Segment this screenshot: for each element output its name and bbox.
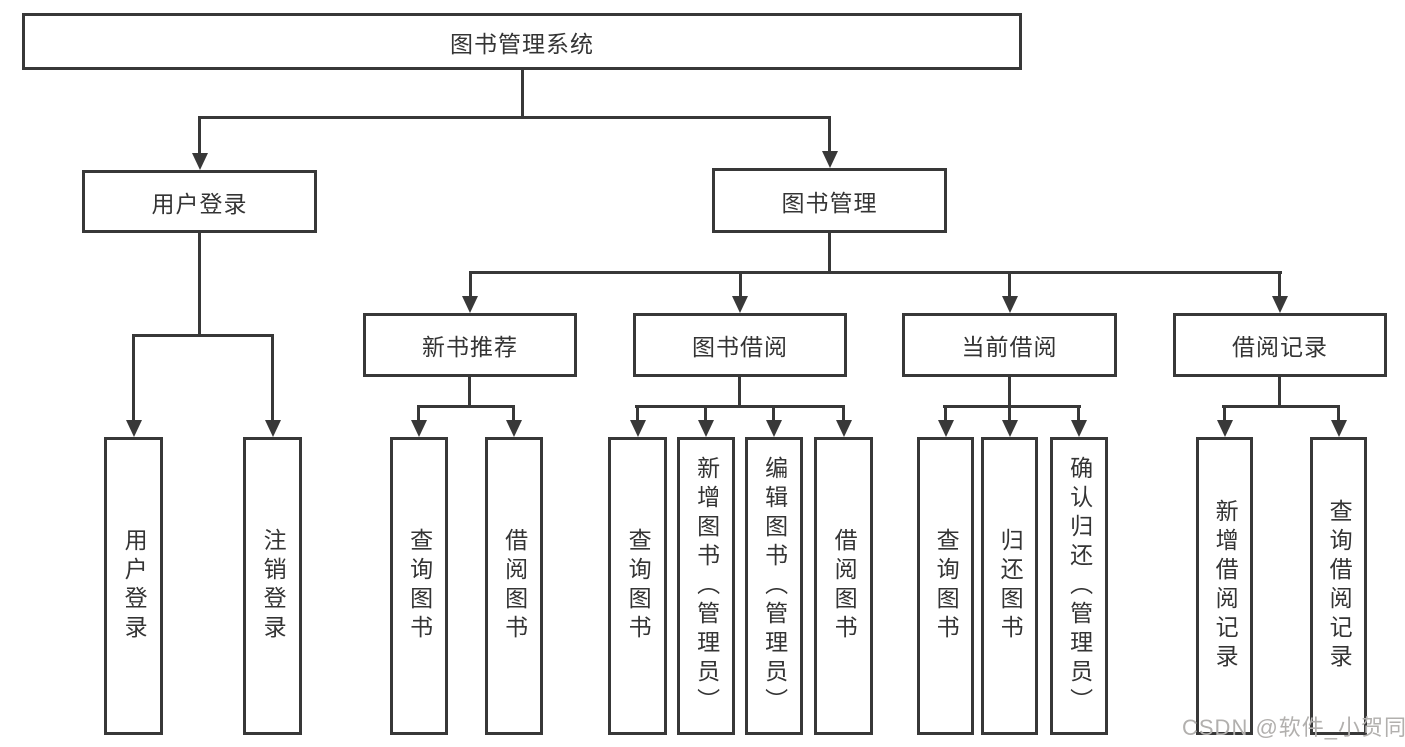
- arrow-down-icon: [698, 420, 714, 437]
- leaf-borrow-book: 借阅图书: [814, 437, 873, 735]
- connector-line-vertical: [521, 70, 524, 118]
- node-label: 图书管理系统: [450, 30, 594, 57]
- connector-line-vertical: [1008, 377, 1011, 408]
- watermark: CSDN @软件_小贺同学: [1182, 715, 1405, 740]
- arrow-down-icon: [264, 420, 281, 437]
- connector-line-vertical: [271, 334, 274, 421]
- connector-line-vertical: [512, 405, 515, 421]
- node-label: 查询借阅记录: [1326, 499, 1353, 673]
- arrow-down-icon: [1001, 296, 1018, 313]
- leaf-query-book-borrow: 查询图书: [608, 437, 667, 735]
- leaf-add-borrow-record: 新增借阅记录: [1196, 437, 1253, 735]
- node-label: 图书借阅: [692, 334, 788, 360]
- arrow-down-icon: [1330, 420, 1347, 437]
- connector-line-horizontal: [943, 405, 1081, 408]
- node-label: 查询图书: [625, 528, 652, 644]
- connector-line-vertical: [704, 405, 707, 421]
- connector-line-vertical: [469, 271, 472, 297]
- arrow-down-icon: [1216, 420, 1233, 437]
- arrow-down-icon: [629, 420, 646, 437]
- node-label: 借阅图书: [831, 528, 858, 644]
- node-label: 新书推荐: [422, 334, 518, 360]
- leaf-borrow-book-recommend: 借阅图书: [485, 437, 543, 735]
- connector-line-vertical: [842, 405, 845, 421]
- leaf-return-book: 归还图书: [981, 437, 1038, 735]
- connector-line-vertical: [738, 377, 741, 408]
- connector-line-vertical: [1278, 271, 1281, 297]
- node-label: 借阅图书: [501, 528, 528, 644]
- node-label: 查询图书: [933, 528, 960, 644]
- connector-line-vertical: [417, 405, 420, 421]
- connector-line-vertical: [828, 116, 831, 152]
- arrow-down-icon: [191, 153, 208, 170]
- leaf-query-book-recommend: 查询图书: [390, 437, 448, 735]
- node-new-book-recommend: 新书推荐: [363, 313, 577, 377]
- node-user-login: 用户登录: [82, 170, 317, 233]
- connector-line-vertical: [198, 116, 201, 154]
- node-label: 用户登录: [121, 528, 148, 644]
- arrow-down-icon: [766, 420, 782, 437]
- node-label: 新增借阅记录: [1212, 499, 1239, 673]
- connector-line-vertical: [132, 334, 135, 421]
- connector-line-vertical: [1008, 405, 1011, 421]
- arrow-down-icon: [411, 420, 427, 437]
- connector-line-horizontal: [635, 405, 845, 408]
- connector-line-vertical: [772, 405, 775, 421]
- connector-line-vertical: [944, 405, 947, 421]
- leaf-logout: 注销登录: [243, 437, 302, 735]
- connector-line-vertical: [739, 271, 742, 297]
- node-label: 图书管理: [781, 189, 878, 216]
- arrow-down-icon: [462, 296, 478, 313]
- arrow-down-icon: [937, 420, 954, 437]
- connector-line-vertical: [1278, 377, 1281, 408]
- leaf-edit-book-admin: 编辑图书（管理员）: [745, 437, 803, 735]
- leaf-query-book-current: 查询图书: [917, 437, 974, 735]
- arrow-down-icon: [732, 296, 748, 313]
- arrow-down-icon: [821, 151, 838, 168]
- arrow-down-icon: [125, 420, 142, 437]
- connector-line-horizontal: [132, 334, 274, 337]
- node-borrow-records: 借阅记录: [1173, 313, 1387, 377]
- node-book-management: 图书管理: [712, 168, 947, 233]
- node-label: 确认归还（管理员）: [1066, 455, 1093, 717]
- connector-line-vertical: [1337, 405, 1340, 421]
- node-label: 查询图书: [406, 528, 433, 644]
- connector-line-horizontal: [417, 405, 515, 408]
- node-label: 编辑图书（管理员）: [761, 455, 788, 717]
- node-label: 归还图书: [997, 528, 1024, 644]
- connector-line-horizontal: [469, 271, 1282, 274]
- connector-line-vertical: [828, 233, 831, 273]
- arrow-down-icon: [835, 420, 852, 437]
- leaf-user-login: 用户登录: [104, 437, 163, 735]
- node-label: 借阅记录: [1232, 334, 1328, 360]
- node-label: 注销登录: [260, 528, 287, 644]
- connector-line-horizontal: [1222, 405, 1340, 408]
- arrow-down-icon: [506, 420, 522, 437]
- arrow-down-icon: [1272, 296, 1288, 313]
- arrow-down-icon: [1071, 420, 1087, 437]
- node-current-borrow: 当前借阅: [902, 313, 1117, 377]
- node-label: 新增图书（管理员）: [693, 455, 720, 717]
- connector-line-vertical: [636, 405, 639, 421]
- node-book-borrow: 图书借阅: [633, 313, 847, 377]
- connector-line-vertical: [1008, 271, 1011, 297]
- leaf-add-book-admin: 新增图书（管理员）: [677, 437, 735, 735]
- connector-line-vertical: [1223, 405, 1226, 421]
- leaf-query-borrow-record: 查询借阅记录: [1310, 437, 1367, 735]
- connector-line-horizontal: [198, 116, 830, 119]
- connector-line-vertical: [1077, 405, 1080, 421]
- connector-line-vertical: [198, 233, 201, 337]
- arrow-down-icon: [1001, 420, 1018, 437]
- connector-line-vertical: [468, 377, 471, 408]
- node-label: 当前借阅: [961, 334, 1058, 360]
- leaf-confirm-return-admin: 确认归还（管理员）: [1050, 437, 1108, 735]
- node-root: 图书管理系统: [22, 13, 1022, 70]
- node-label: 用户登录: [151, 190, 248, 217]
